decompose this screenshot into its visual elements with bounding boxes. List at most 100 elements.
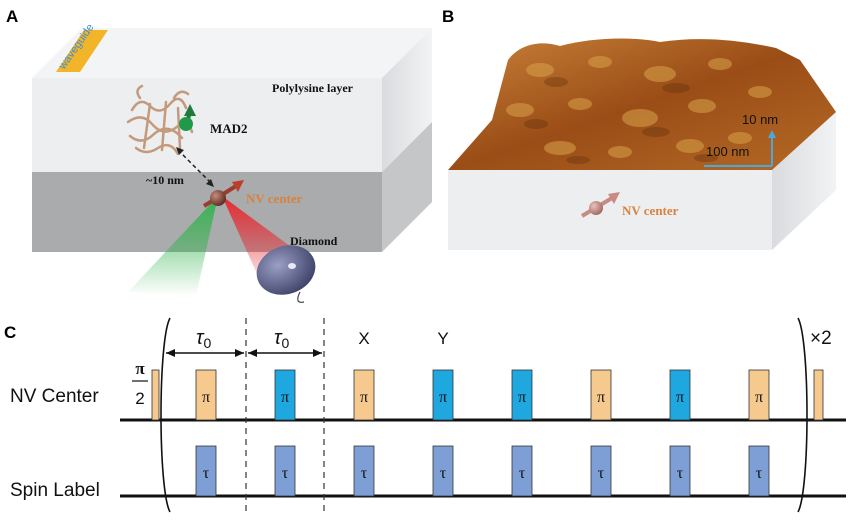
nv-pi-pulse: π [274, 369, 296, 421]
phase-label-y: Y [437, 329, 448, 348]
spin-tau-pulse: τ [748, 445, 770, 497]
nv-pulse-label: π [202, 389, 210, 406]
diamond-side-b [772, 112, 836, 250]
init-pi-half-pulse [151, 369, 160, 421]
init-pulse-denominator: 2 [135, 389, 144, 408]
tau0-arrow-right-head-r [313, 349, 322, 357]
spin-pulse-rect [511, 445, 533, 497]
panel-c: C NV Center Spin Label π 2 ×2 τ0 τ0 X Y [4, 317, 846, 513]
afm-surface [448, 38, 836, 170]
nv-pi-pulse: π [669, 369, 691, 421]
mad2-label: MAD2 [210, 121, 248, 136]
nv-pulse-rect [669, 369, 691, 421]
tau0-arrow-right-head-l [248, 349, 257, 357]
spin-pulse-label: τ [519, 465, 526, 482]
spin-pulse-rect [432, 445, 454, 497]
spin-pulse-rect [590, 445, 612, 497]
nv-pi-pulse: π [195, 369, 217, 421]
row-label-nv-center: NV Center [10, 386, 99, 407]
spin-pulse-label: τ [361, 465, 368, 482]
polylysine-label: Polylysine layer [272, 81, 354, 95]
height-scale-arrowhead [768, 130, 776, 138]
nv-pulse-rect [274, 369, 296, 421]
nv-center-label-b: NV center [622, 203, 679, 218]
afm-texture [506, 56, 772, 158]
panel-a: A waveguide Polylysine layer Diamond [6, 7, 432, 303]
spin-tau-pulse: τ [353, 445, 375, 497]
nv-pulse-label: π [439, 389, 447, 406]
nv-center-label-a: NV center [246, 191, 303, 206]
nv-pulse-label: π [755, 389, 763, 406]
nv-pulse-rect [195, 369, 217, 421]
spin-pulse-rect [748, 445, 770, 497]
row-label-spin-label: Spin Label [10, 480, 100, 501]
distance-arrow [177, 149, 213, 185]
polylysine-side [382, 28, 432, 172]
spin-pulse-label: τ [756, 465, 763, 482]
spin-pulse-rect [195, 445, 217, 497]
nv-pi-pulse: π [511, 369, 533, 421]
repeat-label: ×2 [810, 328, 832, 349]
width-scale-label: 100 nm [706, 144, 749, 159]
tau0-arrow-left-head-r [235, 349, 244, 357]
spin-tau-pulse: τ [511, 445, 533, 497]
spin-pulse-rect [274, 445, 296, 497]
distance-label: ~10 nm [146, 173, 184, 187]
nv-pulse-rect [748, 369, 770, 421]
nv-pulse-label: π [518, 389, 526, 406]
afm-shadows [524, 77, 718, 164]
nv-pi-pulse: π [353, 369, 375, 421]
waveguide-strip [56, 30, 108, 72]
panel-c-label: C [4, 323, 16, 342]
detector-icon [256, 245, 316, 303]
phase-label-x: X [358, 329, 369, 348]
layer-top-face [32, 28, 432, 78]
spin-pulse-label: τ [598, 465, 605, 482]
nv-pi-pulse: π [432, 369, 454, 421]
spin-tau-pulse: τ [195, 445, 217, 497]
nv-pulse-label: π [360, 389, 368, 406]
spin-tau-pulse: τ [432, 445, 454, 497]
green-laser-beam [128, 196, 218, 296]
panel-a-label: A [6, 7, 18, 26]
distance-arrowhead-top [176, 147, 184, 155]
nv-pulse-rect [590, 369, 612, 421]
spin-pulse-label: τ [203, 465, 210, 482]
final-pi-half-pulse [813, 369, 824, 421]
spin-pulse-rect [669, 445, 691, 497]
polylysine-front [32, 78, 382, 172]
nv-pi-pulse: π [590, 369, 612, 421]
spin-pulse-label: τ [282, 465, 289, 482]
spin-pulse-rect [353, 445, 375, 497]
nv-pulse-label: π [676, 389, 684, 406]
right-bracket [797, 317, 808, 513]
left-bracket [160, 317, 171, 513]
nv-center-icon-a [202, 180, 244, 208]
nv-pulse-rect [353, 369, 375, 421]
tau0-label-left: τ0 [196, 327, 211, 351]
nv-pi-pulse: π [748, 369, 770, 421]
nv-pulse-label: π [597, 389, 605, 406]
diamond-side [382, 122, 432, 252]
diamond-front-b [448, 170, 772, 250]
spin-pulse-label: τ [440, 465, 447, 482]
height-scale-label: 10 nm [742, 112, 778, 127]
nv-pulse-rect [432, 369, 454, 421]
spin-label-icon [179, 104, 196, 131]
distance-arrowhead-bottom [206, 179, 214, 187]
nv-center-icon-b [580, 192, 620, 218]
nv-pulse-label: π [281, 389, 289, 406]
nv-pulse-rect [511, 369, 533, 421]
tau0-arrow-left-head-l [166, 349, 175, 357]
panel-b-label: B [442, 7, 454, 26]
spin-pulse-label: τ [677, 465, 684, 482]
spin-tau-pulse: τ [669, 445, 691, 497]
init-pulse-numerator: π [135, 359, 145, 378]
spin-tau-pulse: τ [274, 445, 296, 497]
panel-b: B [442, 7, 836, 250]
tau0-label-right: τ0 [274, 327, 289, 351]
diamond-label: Diamond [290, 234, 338, 248]
